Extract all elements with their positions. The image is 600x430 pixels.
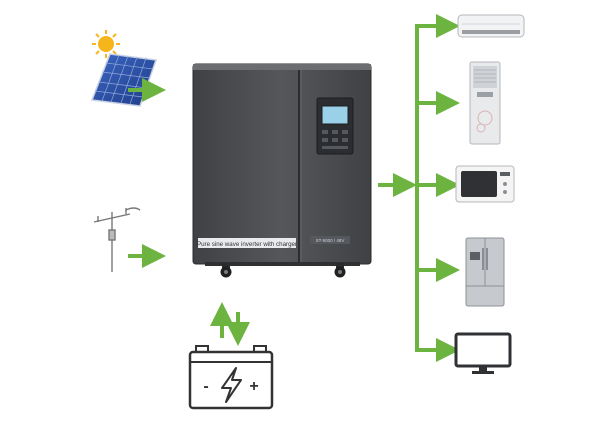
- output-distribution-lines: [378, 14, 460, 362]
- lcd-screen: [321, 105, 349, 125]
- lightning-bolt-icon: [221, 367, 242, 403]
- inverter-label: Pure sine wave inverter with charger: [197, 241, 297, 248]
- battery-icon: - +: [188, 345, 274, 410]
- refrigerator-icon: [465, 237, 505, 307]
- power-pole-icon: [93, 207, 141, 272]
- monitor-icon: [454, 332, 512, 374]
- wheel-right: [334, 263, 346, 278]
- battery-minus: -: [203, 378, 208, 395]
- wheel-left: [220, 263, 232, 278]
- battery-plus: +: [249, 378, 258, 395]
- control-panel: [316, 97, 354, 155]
- tower-ac-icon: [469, 61, 501, 145]
- air-conditioner-icon: [457, 14, 525, 38]
- inverter-model-label: ST-5000 / 48V: [316, 238, 345, 243]
- sun-icon: [92, 30, 120, 58]
- inverter-cabinet: Pure sine wave inverter with charger ST-…: [192, 63, 372, 278]
- solar-panel-icon: [90, 30, 158, 107]
- battery-charge-arrows: [210, 302, 250, 346]
- microwave-icon: [455, 165, 515, 203]
